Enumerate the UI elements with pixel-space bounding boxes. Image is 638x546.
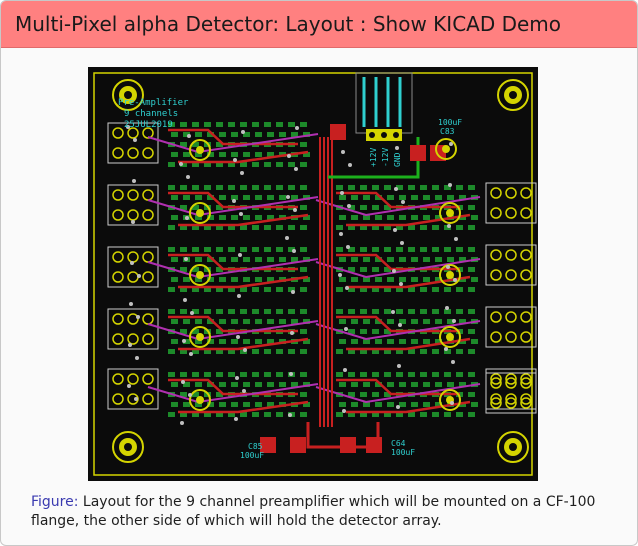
connector-pin-label-1: +12V	[369, 148, 378, 167]
cap-c83-value: 100uF	[438, 118, 462, 127]
caption-text: Layout for the 9 channel preamplifier wh…	[31, 494, 596, 529]
figure-caption: Figure: Layout for the 9 channel preampl…	[31, 493, 611, 531]
cap-c83-ref: C83	[440, 127, 455, 136]
slide-title: Multi-Pixel alpha Detector: Layout : Sho…	[15, 12, 562, 36]
board-header-line-1: Pre-Amplifier	[118, 98, 189, 108]
title-bar: Multi-Pixel alpha Detector: Layout : Sho…	[1, 1, 637, 48]
board-header-line-2: 9 channels	[124, 109, 178, 119]
cap-c85-value: 100uF	[240, 451, 264, 460]
caption-label: Figure:	[31, 494, 79, 510]
board-header-line-3: 25JUL2019	[124, 120, 173, 130]
cap-c85-ref: C85	[248, 442, 263, 451]
cap-c64-value: 100uF	[391, 448, 415, 457]
connector-pin-label-3: GND	[393, 152, 402, 167]
connector-pin-label-2: -12V	[381, 148, 390, 167]
pcb-layout-image: Pre-Amplifier 9 channels 25JUL2019 +12V …	[88, 67, 538, 481]
cap-c64-ref: C64	[391, 439, 406, 448]
